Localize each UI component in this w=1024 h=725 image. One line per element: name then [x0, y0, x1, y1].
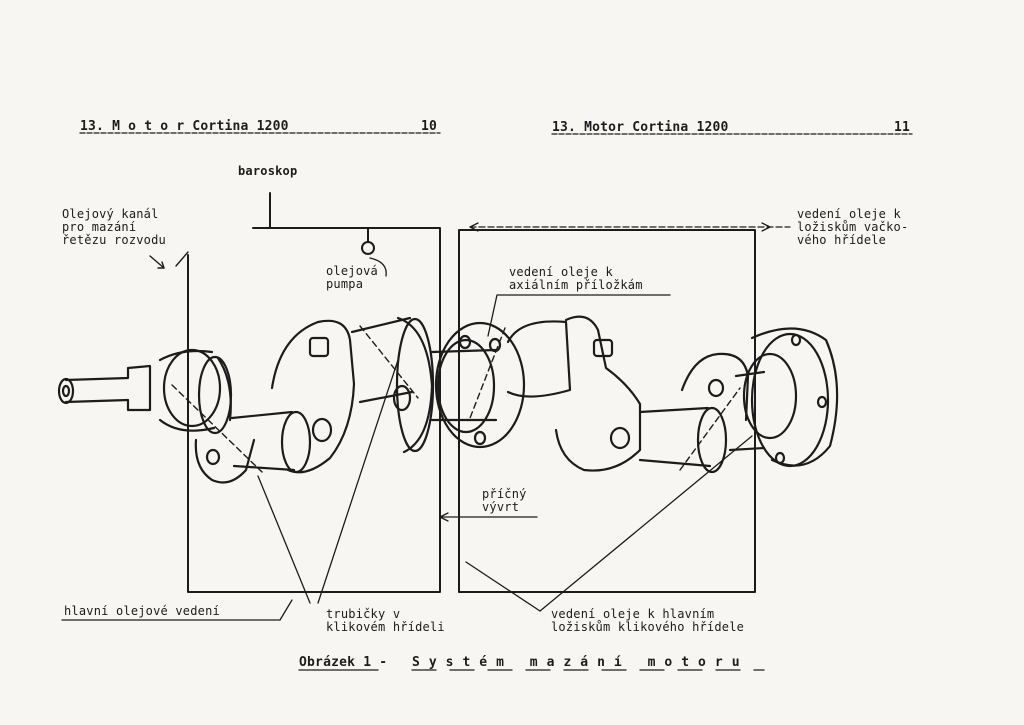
label-chain-oil-channel: Olejový kanál pro mazání řetězu rozvodu: [62, 208, 166, 247]
cross-bore-leader: [439, 512, 538, 522]
left-page-number: 10: [421, 119, 438, 134]
label-line: ložiskům klikového hřídele: [551, 620, 745, 634]
label-camshaft-bearings-feed: vedení oleje k ložiskům vačko- vého hříd…: [797, 208, 908, 247]
label-line: axiálním příložkám: [509, 278, 643, 292]
right-page-number: 11: [894, 120, 911, 135]
label-thrust-washers-feed: vedení oleje k axiálním příložkám: [509, 266, 643, 292]
label-line: olejová: [326, 264, 378, 278]
crankshaft: [57, 315, 839, 484]
left-oil-gallery-frame: [187, 227, 441, 593]
thrust-leader: [487, 294, 671, 337]
oil-drillings: [171, 325, 741, 473]
label-line: trubičky v: [326, 607, 401, 621]
label-line: vého hřídele: [797, 233, 887, 247]
header-rules: [79, 132, 913, 135]
label-line: Olejový kanál: [62, 207, 159, 221]
figure-number: Obrázek 1 -: [299, 655, 388, 670]
oil-pump-symbol: [361, 228, 387, 277]
chain-channel-pointer: [149, 251, 189, 269]
label-line: řetězu rozvodu: [62, 233, 166, 247]
label-line: příčný: [482, 487, 527, 501]
label-line: pro mazání: [62, 220, 137, 234]
label-line: klikovém hřídeli: [326, 620, 445, 634]
label-line: vedení oleje k hlavním: [551, 607, 715, 621]
label-line: ložiskům vačko-: [797, 220, 909, 234]
label-line: pumpa: [326, 277, 364, 291]
bottom-leaders: [61, 359, 753, 621]
label-line: vedení oleje k: [797, 207, 901, 221]
camshaft-feed-arrow: [469, 222, 791, 232]
label-oil-pump: olejová pumpa: [326, 265, 378, 291]
label-main-bearings-feed: vedení oleje k hlavním ložiskům klikovéh…: [551, 608, 744, 634]
label-cross-bore: příčný vývrt: [482, 488, 527, 514]
label-crankshaft-tubes: trubičky v klikovém hřídeli: [326, 608, 445, 634]
left-page-title: 13. M o t o r Cortina 1200: [80, 119, 289, 134]
right-page-title: 13. Motor Cortina 1200: [552, 120, 729, 135]
label-line: vedení oleje k: [509, 265, 613, 279]
label-main-oil-gallery: hlavní olejové vedení: [64, 604, 220, 618]
label-baroskop: baroskop: [238, 164, 298, 178]
figure-title: Systém mazání motoru: [412, 655, 749, 670]
label-line: vývrt: [482, 500, 520, 514]
